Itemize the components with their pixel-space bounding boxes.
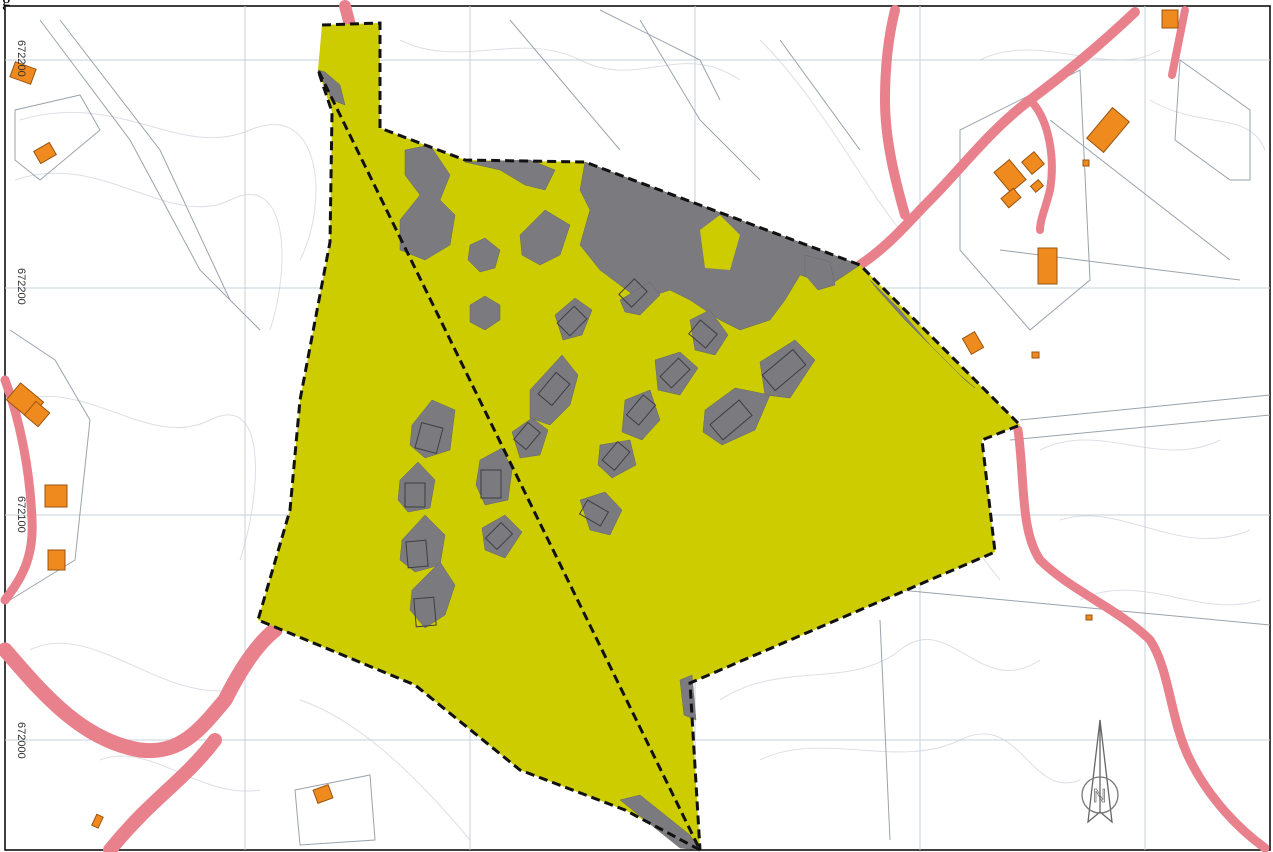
building (91, 813, 104, 829)
building (961, 331, 985, 355)
building (1031, 351, 1040, 359)
road-west-edge (0, 375, 37, 605)
buildings (5, 9, 1179, 829)
road-south-west (0, 622, 283, 759)
grey-area (554, 297, 593, 341)
building (1029, 179, 1045, 193)
grey-area (579, 491, 623, 536)
figure-caption-fragment: g (2, 0, 11, 10)
grey-area (481, 514, 523, 559)
grey-area (702, 387, 771, 446)
grey-area (621, 389, 661, 441)
grey-area (804, 254, 836, 291)
building (1161, 9, 1179, 29)
grid-label: 672000 (15, 722, 27, 759)
road-north-branch (880, 5, 910, 220)
building (312, 784, 334, 804)
grid-label: 672200 (15, 40, 27, 77)
grey-area (397, 461, 436, 513)
grey-area (869, 279, 976, 389)
grey-area (399, 144, 456, 261)
grey-area (317, 69, 346, 106)
grid-label: 672200 (15, 268, 27, 305)
building (993, 158, 1027, 194)
grey-area (409, 399, 456, 459)
grid-label: 672100 (15, 496, 27, 533)
grey-area (467, 237, 501, 273)
road-north-east-top (1168, 6, 1189, 79)
road-drive (1026, 96, 1056, 234)
road-north-west (339, 0, 356, 31)
building (9, 61, 37, 85)
grey-area (519, 209, 571, 266)
building (47, 549, 66, 571)
grid-labels: 672200 672200 672100 672000 (15, 40, 27, 759)
building (1082, 159, 1090, 167)
building (1021, 151, 1045, 175)
building (1000, 187, 1022, 209)
grey-areas (317, 69, 976, 851)
grey-area (469, 295, 501, 331)
building (1037, 247, 1058, 285)
grey-area (700, 215, 740, 270)
building (33, 141, 57, 165)
grey-area (529, 354, 579, 426)
plan-boundary (256, 21, 1023, 852)
road-north-east (855, 7, 1140, 270)
building-outlines (404, 278, 807, 628)
grey-area (409, 561, 456, 629)
road-south-east (1013, 425, 1270, 852)
grey-area (511, 417, 549, 459)
building (23, 400, 51, 428)
road-south-west-spur (103, 733, 222, 852)
grey-area (759, 339, 816, 399)
building (44, 484, 68, 508)
grey-area (475, 447, 513, 506)
north-arrow-icon: N (1081, 719, 1119, 824)
building (1085, 614, 1093, 621)
grey-area (464, 159, 556, 191)
north-label: N (1093, 786, 1106, 806)
grey-area (654, 351, 699, 396)
building (1086, 106, 1130, 154)
